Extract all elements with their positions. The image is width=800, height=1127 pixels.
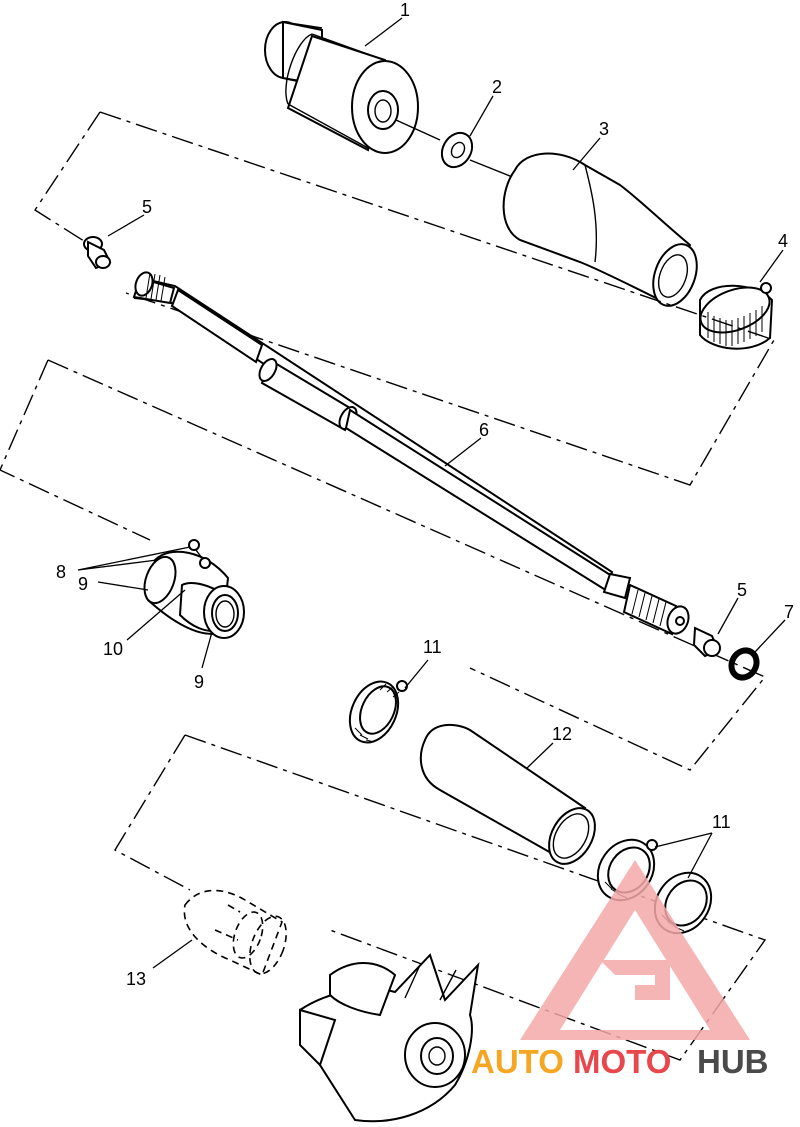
callout-5-upper: 5 (142, 197, 152, 217)
callout-13: 13 (126, 969, 146, 989)
spline-right (622, 583, 690, 636)
part-7-o-ring (728, 647, 760, 681)
callout-6: 6 (479, 420, 489, 440)
callout-5-lower: 5 (737, 580, 747, 600)
part-1-bearing-housing (264, 20, 419, 154)
leader-lines (77, 17, 786, 969)
part-3-boot (502, 152, 698, 307)
callouts: 1 2 3 4 5 6 5 7 8 9 10 9 11 12 11 13 (56, 0, 794, 989)
assembly-line-upper (34, 111, 776, 486)
callout-8: 8 (56, 562, 66, 582)
part-10-coupler (143, 539, 245, 639)
part-6-drive-shaft (132, 271, 690, 636)
automotohub-watermark-logo (520, 860, 750, 1040)
callout-1: 1 (400, 0, 410, 20)
callout-4: 4 (778, 231, 788, 251)
callout-3: 3 (599, 119, 609, 139)
callout-9-lower: 9 (194, 672, 204, 692)
part-12-tube (419, 723, 596, 865)
part-2-washer (440, 131, 474, 169)
watermark-moto: MOTO (573, 1043, 671, 1080)
assembly-line-middle (0, 359, 767, 771)
callout-12: 12 (552, 724, 572, 744)
watermark-auto: AUTO (471, 1043, 564, 1080)
part-11-clamp-upper (348, 680, 408, 744)
automotohub-watermark-text: AUTO MOTO HUB (471, 1043, 769, 1080)
callout-2: 2 (492, 77, 502, 97)
callout-11-upper: 11 (423, 637, 442, 657)
callout-11-lower: 11 (712, 812, 731, 832)
watermark-hub: HUB (697, 1043, 769, 1080)
callout-7: 7 (784, 602, 794, 622)
callout-9-upper: 9 (78, 574, 88, 594)
part-13-hidden-coupler (183, 889, 288, 977)
spline-left (132, 271, 176, 305)
part-5-plug-upper (83, 236, 112, 270)
callout-10: 10 (103, 639, 123, 659)
part-4-clamp (699, 282, 774, 350)
impeller-housing (298, 953, 480, 1123)
part-5-plug-lower (692, 626, 721, 658)
